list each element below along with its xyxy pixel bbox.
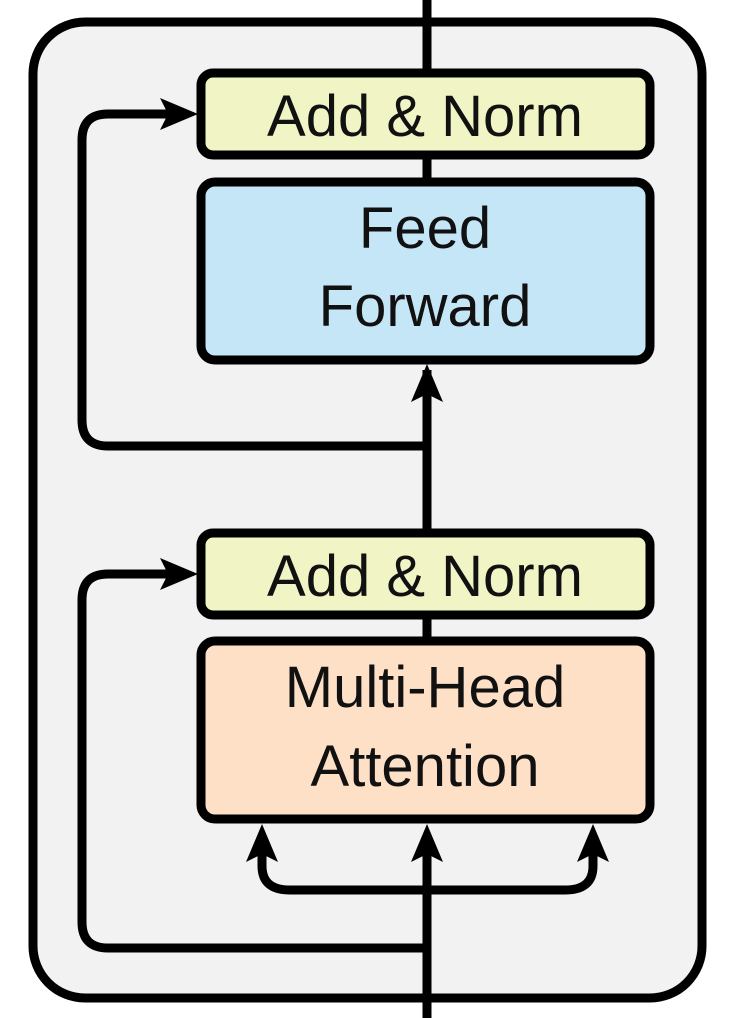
residual-connection-bottom bbox=[77, 569, 427, 953]
attention-input-left-arrowhead bbox=[246, 824, 278, 862]
feed-forward-label-line2: Forward bbox=[319, 274, 532, 339]
add-norm-bottom-block: Add & Norm bbox=[196, 528, 655, 620]
add-norm-top-block: Add & Norm bbox=[196, 68, 655, 160]
multi-head-attention-label-line2: Attention bbox=[311, 734, 540, 799]
feed-forward-block: Feed Forward bbox=[196, 177, 655, 365]
residual-bottom-arrowhead bbox=[160, 558, 198, 590]
feed-forward-label-line1: Feed bbox=[359, 196, 491, 261]
add-norm-bottom-label: Add & Norm bbox=[267, 544, 583, 609]
feedforward-input-arrowhead bbox=[411, 364, 443, 402]
add-norm-top-label: Add & Norm bbox=[267, 84, 583, 149]
multi-head-attention-label-line1: Multi-Head bbox=[285, 655, 565, 720]
multi-head-attention-block: Multi-Head Attention bbox=[196, 636, 655, 824]
residual-connection-top bbox=[77, 109, 427, 451]
residual-top-arrowhead bbox=[160, 98, 198, 130]
attention-input-center-arrowhead bbox=[411, 824, 443, 862]
attention-branch-line bbox=[257, 846, 598, 895]
attention-input-right-arrowhead bbox=[577, 824, 609, 862]
